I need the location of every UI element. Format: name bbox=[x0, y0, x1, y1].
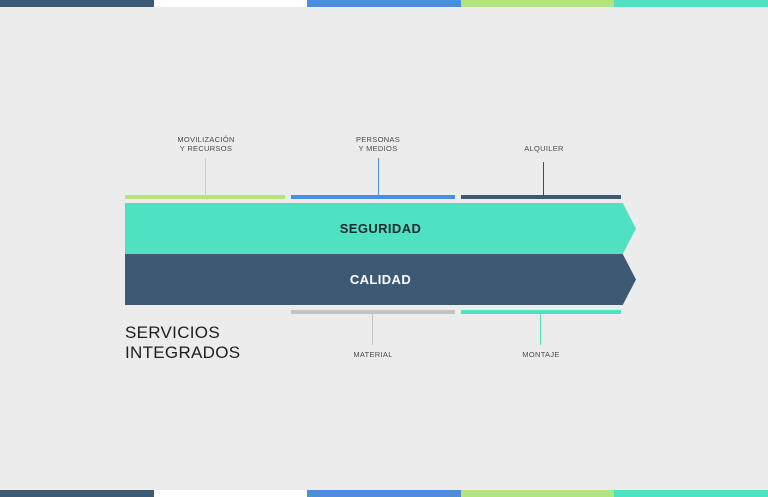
label-material: MATERIAL bbox=[353, 350, 393, 359]
stripe-segment-teal bbox=[614, 0, 768, 7]
arrow-calidad: CALIDAD bbox=[125, 254, 636, 305]
stripe-segment-white bbox=[153, 490, 308, 497]
connector-montaje bbox=[540, 314, 541, 345]
label-movilizacion-recursos: MOVILIZACIÓN Y RECURSOS bbox=[177, 135, 235, 153]
stripe-segment-dark-blue bbox=[0, 490, 154, 497]
label-personas-medios: PERSONAS Y MEDIOS bbox=[355, 135, 401, 153]
bottom-color-stripe bbox=[0, 490, 768, 497]
bar-montaje bbox=[461, 310, 621, 314]
page-title: SERVICIOS INTEGRADOS bbox=[125, 323, 241, 362]
stripe-segment-dark-blue bbox=[0, 0, 154, 7]
stripe-segment-teal bbox=[614, 490, 768, 497]
label-alquiler: ALQUILER bbox=[524, 144, 564, 153]
stripe-segment-light-green bbox=[460, 490, 615, 497]
connector-material bbox=[372, 314, 373, 345]
stripe-segment-blue bbox=[307, 490, 461, 497]
arrow-calidad-label: CALIDAD bbox=[349, 272, 412, 287]
bar-material bbox=[291, 310, 455, 314]
bar-personas bbox=[291, 195, 455, 199]
connector-movilizacion bbox=[205, 158, 206, 195]
arrow-seguridad-label: SEGURIDAD bbox=[339, 221, 422, 236]
bar-movilizacion bbox=[125, 195, 285, 199]
connector-personas bbox=[378, 158, 379, 195]
stripe-segment-light-green bbox=[460, 0, 615, 7]
label-montaje: MONTAJE bbox=[522, 350, 560, 359]
stripe-segment-blue bbox=[307, 0, 461, 7]
connector-alquiler bbox=[543, 162, 544, 195]
stripe-segment-white bbox=[153, 0, 308, 7]
arrow-seguridad: SEGURIDAD bbox=[125, 203, 636, 254]
top-color-stripe bbox=[0, 0, 768, 7]
bar-alquiler bbox=[461, 195, 621, 199]
